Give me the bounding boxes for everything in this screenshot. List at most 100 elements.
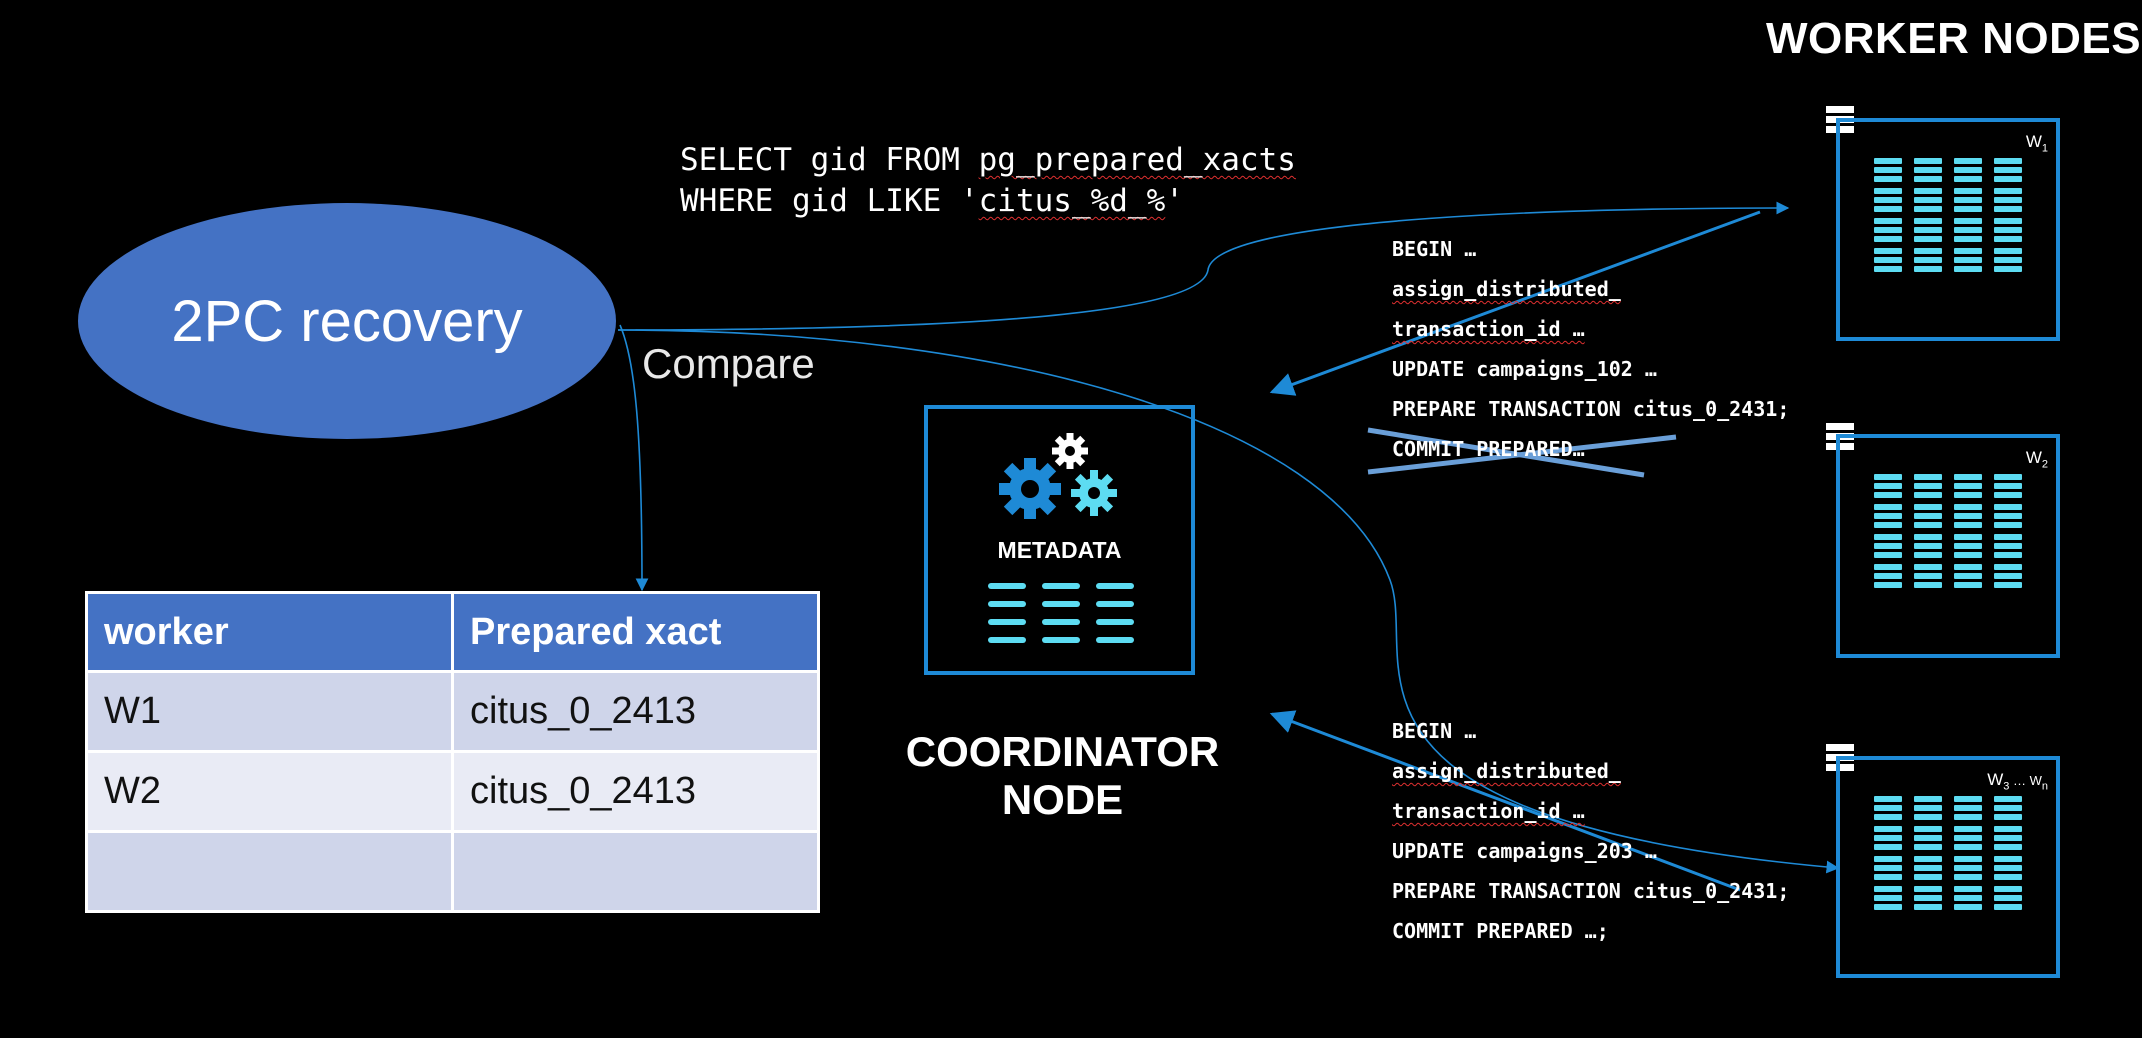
shard-icon	[1994, 856, 2022, 886]
shard-icon	[1994, 248, 2022, 278]
compare-label: Compare	[642, 340, 815, 387]
tx-bottom-begin: BEGIN …	[1392, 719, 1477, 743]
coordinator-title: COORDINATOR NODE	[880, 728, 1245, 824]
shard-icon	[1914, 886, 1942, 916]
worker-node-wn: W3 … Wn	[1836, 756, 2060, 978]
sql-table-name: pg_prepared_xacts	[978, 142, 1296, 178]
shard-icon	[1914, 826, 1942, 856]
table-row: W2 citus_0_2413	[85, 750, 820, 833]
table-row: W1 citus_0_2413	[85, 670, 820, 753]
tx-top-commit: COMMIT PREPARED…	[1392, 437, 1585, 461]
tx-top-update: UPDATE campaigns_102 …	[1392, 357, 1657, 381]
cell-worker: W1	[85, 670, 454, 753]
cross-line-b	[1367, 427, 1645, 478]
coordinator-title-line1: COORDINATOR	[905, 728, 1220, 775]
shard-icon	[1874, 504, 1902, 534]
shard-grid-wn	[1874, 796, 2022, 916]
shard-icon	[1914, 248, 1942, 278]
shard-icon	[1874, 856, 1902, 886]
recovery-table: worker Prepared xact W1 citus_0_2413 W2 …	[85, 591, 820, 913]
tx-bottom-prepare: PREPARE TRANSACTION citus_0_2431;	[1392, 879, 1790, 903]
sql-line1-prefix: SELECT gid FROM	[680, 142, 979, 178]
shard-icon	[1874, 534, 1902, 564]
worker-label-w2: W2	[2025, 448, 2048, 471]
tx-top-assign2: transaction_id …	[1392, 317, 1585, 341]
tx-list-top: BEGIN … assign_distributed_ transaction_…	[1392, 229, 1789, 469]
shard-icon	[1914, 218, 1942, 248]
shard-icon	[1874, 248, 1902, 278]
shard-icon	[1914, 474, 1942, 504]
shard-icon	[1994, 474, 2022, 504]
worker-nodes-title: WORKER NODES	[1766, 14, 2142, 63]
cell-xact: citus_0_2413	[451, 670, 820, 753]
tx-bottom-assign1: assign_distributed_	[1392, 759, 1621, 783]
query-arrow-wn	[617, 329, 1840, 874]
header-prepared-xact: Prepared xact	[451, 591, 820, 673]
worker-label-w1: W1	[2025, 132, 2048, 155]
shard-icon	[1994, 158, 2022, 188]
shard-icon	[1994, 504, 2022, 534]
worker-node-w1: W1	[1836, 118, 2060, 341]
shard-icon	[1874, 158, 1902, 188]
gears-icon	[999, 433, 1117, 519]
shard-icon	[1954, 886, 1982, 916]
tx-arrow-wn	[1269, 710, 1741, 892]
cell-worker: W2	[85, 750, 454, 833]
shard-icon	[1994, 796, 2022, 826]
shard-icon	[1874, 886, 1902, 916]
shard-icon	[1954, 474, 1982, 504]
shard-icon	[1914, 564, 1942, 594]
shard-icon	[1954, 188, 1982, 218]
shard-grid-w1	[1874, 158, 2022, 278]
shard-icon	[1954, 564, 1982, 594]
shard-icon	[1874, 826, 1902, 856]
shard-icon	[1914, 796, 1942, 826]
header-worker: worker	[85, 591, 454, 673]
sql-line2-prefix: WHERE gid LIKE '	[680, 183, 979, 219]
shard-icon	[1954, 796, 1982, 826]
shard-icon	[1954, 504, 1982, 534]
metadata-list-icon	[988, 583, 1134, 643]
shard-icon	[1914, 504, 1942, 534]
query-arrow-w1	[617, 201, 1790, 331]
shard-icon	[1994, 886, 2022, 916]
shard-icon	[1874, 474, 1902, 504]
tx-bottom-commit: COMMIT PREPARED …;	[1392, 919, 1609, 943]
table-row	[85, 830, 820, 913]
shard-icon	[1914, 158, 1942, 188]
recovery-label: 2PC recovery	[171, 288, 523, 354]
tx-arrow-w1	[1269, 210, 1761, 396]
tx-bottom-update: UPDATE campaigns_203 …	[1392, 839, 1657, 863]
shard-icon	[1874, 796, 1902, 826]
coordinator-title-line2: NODE	[1001, 776, 1124, 823]
shard-icon	[1994, 564, 2022, 594]
compare-arrow	[619, 324, 649, 592]
shard-icon	[1994, 534, 2022, 564]
shard-icon	[1914, 188, 1942, 218]
worker-node-w2: W2	[1836, 434, 2060, 658]
coordinator-box: METADATA	[924, 405, 1195, 675]
sql-line2-suffix: '	[1165, 183, 1184, 219]
shard-icon	[1954, 158, 1982, 188]
shard-icon	[1914, 856, 1942, 886]
table-header-row: worker Prepared xact	[85, 591, 820, 673]
cell-xact	[451, 830, 820, 913]
shard-icon	[1994, 826, 2022, 856]
sql-query: SELECT gid FROM pg_prepared_xacts WHERE …	[680, 140, 1296, 222]
tx-top-prepare: PREPARE TRANSACTION citus_0_2431;	[1392, 397, 1790, 421]
shard-icon	[1874, 218, 1902, 248]
tx-list-bottom: BEGIN … assign_distributed_ transaction_…	[1392, 711, 1789, 951]
shard-icon	[1954, 218, 1982, 248]
shard-grid-w2	[1874, 474, 2022, 594]
shard-icon	[1954, 856, 1982, 886]
sql-pattern: citus_%d_%	[978, 183, 1166, 219]
cell-xact: citus_0_2413	[451, 750, 820, 833]
shard-icon	[1874, 188, 1902, 218]
tx-top-assign1: assign_distributed_	[1392, 277, 1621, 301]
shard-icon	[1914, 534, 1942, 564]
shard-icon	[1874, 564, 1902, 594]
metadata-label: METADATA	[997, 537, 1122, 563]
recovery-ellipse: 2PC recovery	[78, 203, 616, 439]
